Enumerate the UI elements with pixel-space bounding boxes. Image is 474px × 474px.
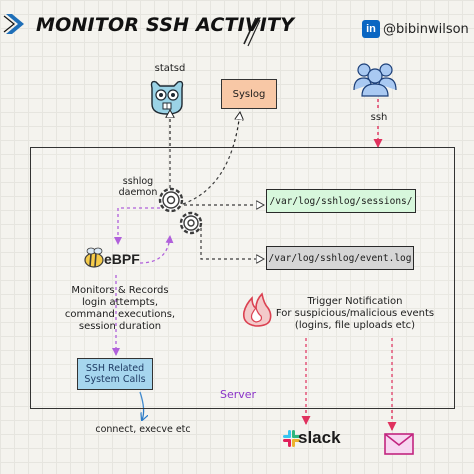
- trigger-line: (logins, file uploads etc): [294, 320, 416, 331]
- connect-label: connect, execve etc: [95, 424, 191, 435]
- statsd-owl-icon: [150, 80, 184, 115]
- arrow-daemon-to-eventlog: [200, 228, 264, 259]
- gear-icon: [179, 211, 203, 235]
- monitors-text: Monitors & Records login attempts, comma…: [60, 285, 180, 333]
- statsd-label: statsd: [154, 63, 186, 74]
- chevron-logo-icon: [3, 14, 24, 34]
- monitors-line: Monitors & Records: [71, 285, 169, 296]
- ssh-label: ssh: [370, 112, 388, 123]
- linkedin-icon: in: [362, 20, 380, 38]
- fire-icon: [242, 292, 272, 327]
- server-label: Server: [220, 388, 257, 401]
- syscalls-line: SSH Related: [85, 363, 145, 374]
- page-title: MONITOR SSH ACTIVITY: [36, 14, 295, 36]
- syscalls-box: SSH Related System Calls: [77, 358, 153, 390]
- ebpf-label: eBPF: [104, 251, 140, 267]
- sessions-log-box: /var/log/sshlog/sessions/: [266, 189, 416, 213]
- event-log-box: /var/log/sshlog/event.log: [266, 246, 414, 270]
- daemon-label: sshlog daemon: [116, 176, 160, 198]
- trigger-line: Trigger Notification: [307, 296, 403, 307]
- users-group-icon: [353, 63, 397, 97]
- daemon-label-line: sshlog: [122, 176, 154, 187]
- gear-icon: [158, 187, 184, 213]
- monitors-line: command executions,: [64, 309, 176, 320]
- trigger-line: For suspicious/malicious events: [275, 308, 435, 319]
- monitors-line: session duration: [78, 321, 162, 332]
- email-icon: [384, 433, 414, 455]
- pencil-icon: [243, 17, 261, 47]
- author-handle: @bibinwilson: [383, 22, 469, 37]
- slack-label: slack: [298, 428, 341, 447]
- slack-icon: [283, 430, 300, 447]
- syscalls-line: System Calls: [84, 374, 146, 385]
- monitors-line: login attempts,: [81, 297, 159, 308]
- daemon-label-line: daemon: [118, 187, 158, 198]
- trigger-text: Trigger Notification For suspicious/mali…: [270, 296, 440, 332]
- syslog-box: Syslog: [221, 79, 277, 109]
- bee-icon: [84, 247, 104, 268]
- arrow-daemon-to-ebpf: [114, 207, 160, 245]
